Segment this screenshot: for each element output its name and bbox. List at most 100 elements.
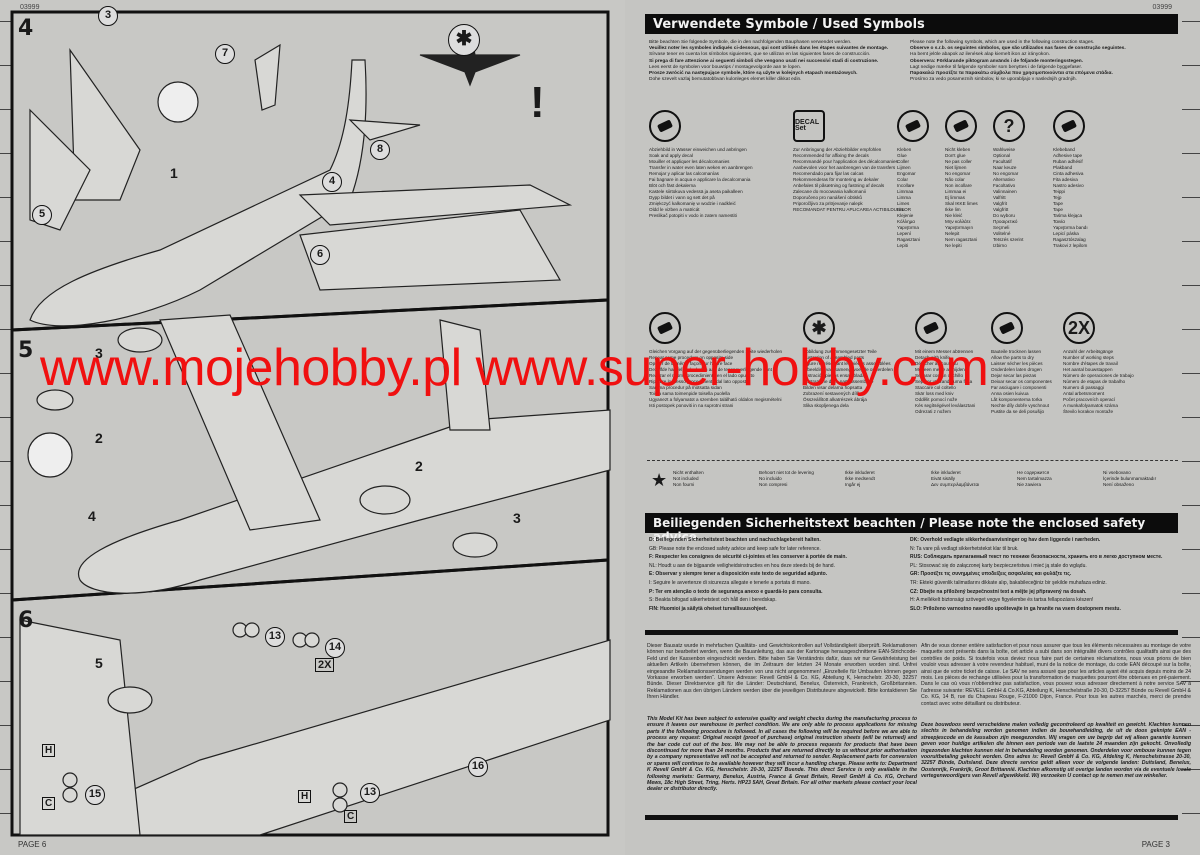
description-line: Lepení [897, 231, 912, 236]
page-edge-marks [0, 0, 12, 855]
description-line: Facultatif [993, 159, 1012, 164]
engine-2a [359, 485, 411, 515]
fuselage-step6 [29, 639, 611, 836]
decal-water-icon [649, 110, 681, 142]
description-line: Incollare [897, 183, 915, 188]
description-line: Detach with knife [915, 355, 950, 360]
callout: 14 [325, 638, 345, 658]
description-line: Engomar [897, 171, 916, 176]
description-line: Kastele siirtokuva vedessä ja aseta paik… [649, 189, 743, 194]
description-line: Taśma klejąca [1053, 213, 1083, 218]
description-line: Skär loss med kniv [915, 391, 954, 396]
not-included-label: Not included [673, 476, 699, 481]
intro-left: Bitte beachten Sie folgende Symbole, die… [649, 40, 904, 83]
description-line: Wahlweise [993, 147, 1016, 152]
intro-line: Observera: Förklarande piktogram används… [910, 58, 1083, 64]
repeat-other-side-icon [649, 312, 681, 344]
callout: 3 [98, 6, 118, 26]
description-line: Don't glue [945, 153, 966, 158]
description-line: Toista sama toimenpide toisella puolella [649, 391, 730, 396]
description-line: Mouiller et appliquer les décalcomanies [649, 159, 730, 164]
glue-icon [897, 110, 929, 142]
description-line: Preslikač potopiti v vodo in zatem names… [649, 213, 737, 218]
description-line: RECOMANDAT PENTRU APLICAREA ACTIBILDURIL… [793, 207, 912, 212]
description-line: Do wyboru [993, 213, 1015, 218]
wing-part-6 [299, 209, 562, 291]
description-line: Limes [897, 201, 910, 206]
intro-line: Prosímo za vedo posameznih simbolov, ki … [910, 77, 1077, 83]
description-line: Alternativo [993, 177, 1015, 182]
tail-step5 [439, 319, 491, 431]
safety-line: PL: Stosować się do załączonej karty bez… [910, 562, 1087, 569]
description-line: Nie kleić [945, 213, 963, 218]
description-line: Limmaa ei [945, 189, 967, 194]
description-line: Yapıştırma bandı [1053, 225, 1088, 230]
divider [647, 460, 1178, 461]
description-line: Lepiti [897, 243, 908, 248]
description-line: Seçmeli [993, 225, 1010, 230]
description-line: Plakband [1053, 165, 1073, 170]
safety-line: I: Seguire le avvertenze di sicurezza al… [649, 579, 811, 586]
description-line: Afbeelding van samengevoegde onderdelen [803, 367, 893, 372]
winglet-7 [254, 43, 281, 111]
description-line: Priporočljivo za pritrjevanje nalepk [793, 201, 863, 206]
page-number: PAGE 6 [18, 840, 47, 849]
description-line: Remojar y aplicar las calcomanías [649, 171, 719, 176]
description-line: Yapıştırmayın [945, 225, 973, 230]
description-line: Ταινία [1053, 219, 1065, 224]
description-line: Összeállított alkatrészek ábrája [803, 397, 867, 402]
wingtip-8 [348, 119, 421, 141]
safety-line: GR: Προσέξτε τις συνημμένες υποδείξεις α… [910, 571, 1072, 578]
description-line: Onderdelen laten drogen [991, 367, 1042, 372]
symbol-legend: Gleichen Vorgang auf der gegenüberliegen… [649, 312, 782, 409]
description-line: Bauteile trocknen lassen [991, 349, 1042, 354]
description-line: Trakovi z lepilom [1053, 243, 1088, 248]
description-line: Låt komponenterna torka [991, 397, 1043, 402]
description-line: Valgfritt [993, 207, 1009, 212]
description-line: Lepicí páska [1053, 231, 1079, 236]
not-included-label: Non compresi [759, 482, 788, 487]
description-line: Realizar el mismo procedimiento en el la… [649, 373, 755, 378]
callout: 4 [322, 172, 342, 192]
intro-right: Please note the following symbols, which… [910, 40, 1165, 83]
warranty-en: This Model Kit has been subject to exten… [647, 716, 917, 793]
description-line: Zobrazení sestavených dílů [803, 391, 860, 396]
clock-icon [991, 312, 1023, 344]
intro-line: Observe o s.r.b. os seguintes símbolos, … [910, 46, 1126, 52]
description-line: Μην κολλάτε [945, 219, 971, 224]
callout: 13 [360, 783, 380, 803]
description-line: Προαιρετικό [993, 219, 1018, 224]
part-letter: C [42, 797, 56, 810]
description-line: Tape [1053, 207, 1063, 212]
description-line: Dejar secar las piezas [991, 373, 1037, 378]
description-line: Aanbevolen voor het aanbrengen van de tr… [793, 165, 896, 170]
symbol-description: Abziehbild in Wasser einweichen und anbr… [649, 147, 753, 219]
safety-line: E: Observar y siempre tener a disposició… [649, 571, 828, 578]
part-letter: H [42, 744, 56, 757]
safety-line: GB: Please note the enclosed safety advi… [649, 545, 821, 552]
description-line: Separar utilizando uma faca [915, 379, 973, 384]
description-line: Optional [993, 153, 1011, 158]
description-line: Far asciugare i componenti [991, 385, 1047, 390]
question-icon: ? [993, 110, 1025, 142]
description-line: Naar keuze [993, 165, 1017, 170]
description-line: Dypp bildet i vann og sett det på [649, 195, 715, 200]
description-line: Skal IKKE limes [945, 201, 978, 206]
description-line: Lim [897, 207, 905, 212]
description-line: Valfritt [993, 195, 1006, 200]
symbol-legend: Abziehbild in Wasser einweichen und anbr… [649, 110, 753, 219]
description-line: Isti postopek ponoviti in na suprotni st… [649, 403, 734, 408]
not-included-label: Ikke inkluderet [845, 470, 875, 475]
tape-icon [1053, 110, 1085, 142]
description-line: Tejp [1053, 195, 1062, 200]
description-line: Slika skopljenega dela [803, 403, 849, 408]
